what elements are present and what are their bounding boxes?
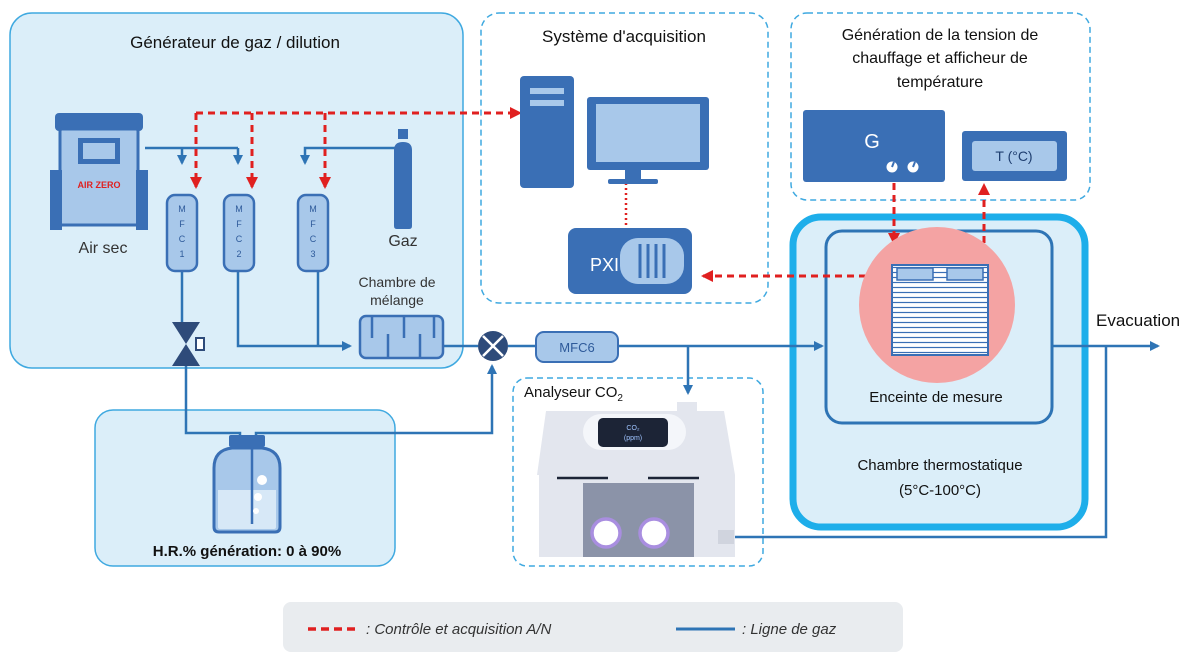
computer-icon <box>520 76 709 188</box>
co2-screen-line1: CO₂ <box>626 425 640 432</box>
acquisition-title: Système d'acquisition <box>542 27 706 46</box>
svg-text:3: 3 <box>310 249 315 259</box>
gas-bottle-icon <box>394 129 412 229</box>
mixer-junction-icon <box>478 331 508 361</box>
chamber-label-line1: Chambre thermostatique <box>857 457 1022 474</box>
temperature-display: T (°C) <box>962 131 1067 181</box>
mfc6 <box>535 331 619 363</box>
voltage-generator: G <box>803 110 945 182</box>
svg-text:M: M <box>235 204 243 214</box>
bubbler-bottle-icon <box>212 435 282 534</box>
gaz-label: Gaz <box>388 233 417 250</box>
svg-text:F: F <box>310 219 316 229</box>
svg-text:C: C <box>179 234 186 244</box>
air-sec-label: Air sec <box>79 240 128 257</box>
mixing-chamber-label-line2: mélange <box>370 292 424 308</box>
svg-text:M: M <box>309 204 317 214</box>
gas-generator-title: Générateur de gaz / dilution <box>130 33 340 52</box>
generator-label: G <box>864 131 880 153</box>
enclosure-label: Enceinte de mesure <box>869 389 1002 406</box>
mfc3: M F C 3 <box>296 193 330 273</box>
heater-sensor <box>859 227 1015 383</box>
mixing-chamber-label-line1: Chambre de <box>358 274 435 290</box>
co2-screen-line2: (ppm) <box>624 435 642 442</box>
gas-generator-panel <box>9 12 464 369</box>
mfc1: M F C 1 <box>165 193 199 273</box>
control-lines <box>190 107 990 282</box>
analyzer-title: Analyseur CO2 <box>524 384 623 404</box>
svg-text:C: C <box>236 234 243 244</box>
air-zero-label: AIR ZERO <box>77 180 120 190</box>
legend-control-label: : Contrôle et acquisition A/N <box>366 621 552 638</box>
chamber-label-line2: (5°C-100°C) <box>899 482 981 499</box>
pxi-chassis: PXI <box>568 228 692 294</box>
heating-title-line1: Génération de la tension de <box>842 27 1039 44</box>
co2-analyzer: CO₂ (ppm) <box>537 402 735 557</box>
svg-text:F: F <box>236 219 242 229</box>
evacuation-label: Evacuation <box>1096 311 1180 330</box>
mfc2: M F C 2 <box>222 193 256 273</box>
legend: : Contrôle et acquisition A/N : Ligne de… <box>283 602 903 652</box>
humidity-label: H.R.% génération: 0 à 90% <box>153 543 341 560</box>
svg-text:M: M <box>178 204 186 214</box>
air-zero-generator: AIR ZERO <box>50 113 148 230</box>
mfc6-label: MFC6 <box>559 340 594 355</box>
svg-text:F: F <box>179 219 185 229</box>
mixing-chamber <box>358 314 445 360</box>
svg-text:1: 1 <box>179 249 184 259</box>
heating-title-line2: chauffage et afficheur de <box>852 50 1028 67</box>
svg-text:2: 2 <box>236 249 241 259</box>
valve-icon <box>172 322 205 366</box>
legend-gas-label: : Ligne de gaz <box>742 621 837 638</box>
svg-text:C: C <box>310 234 317 244</box>
heating-title-line3: température <box>897 74 983 91</box>
pxi-label: PXI <box>590 255 619 275</box>
temperature-label: T (°C) <box>995 148 1032 164</box>
